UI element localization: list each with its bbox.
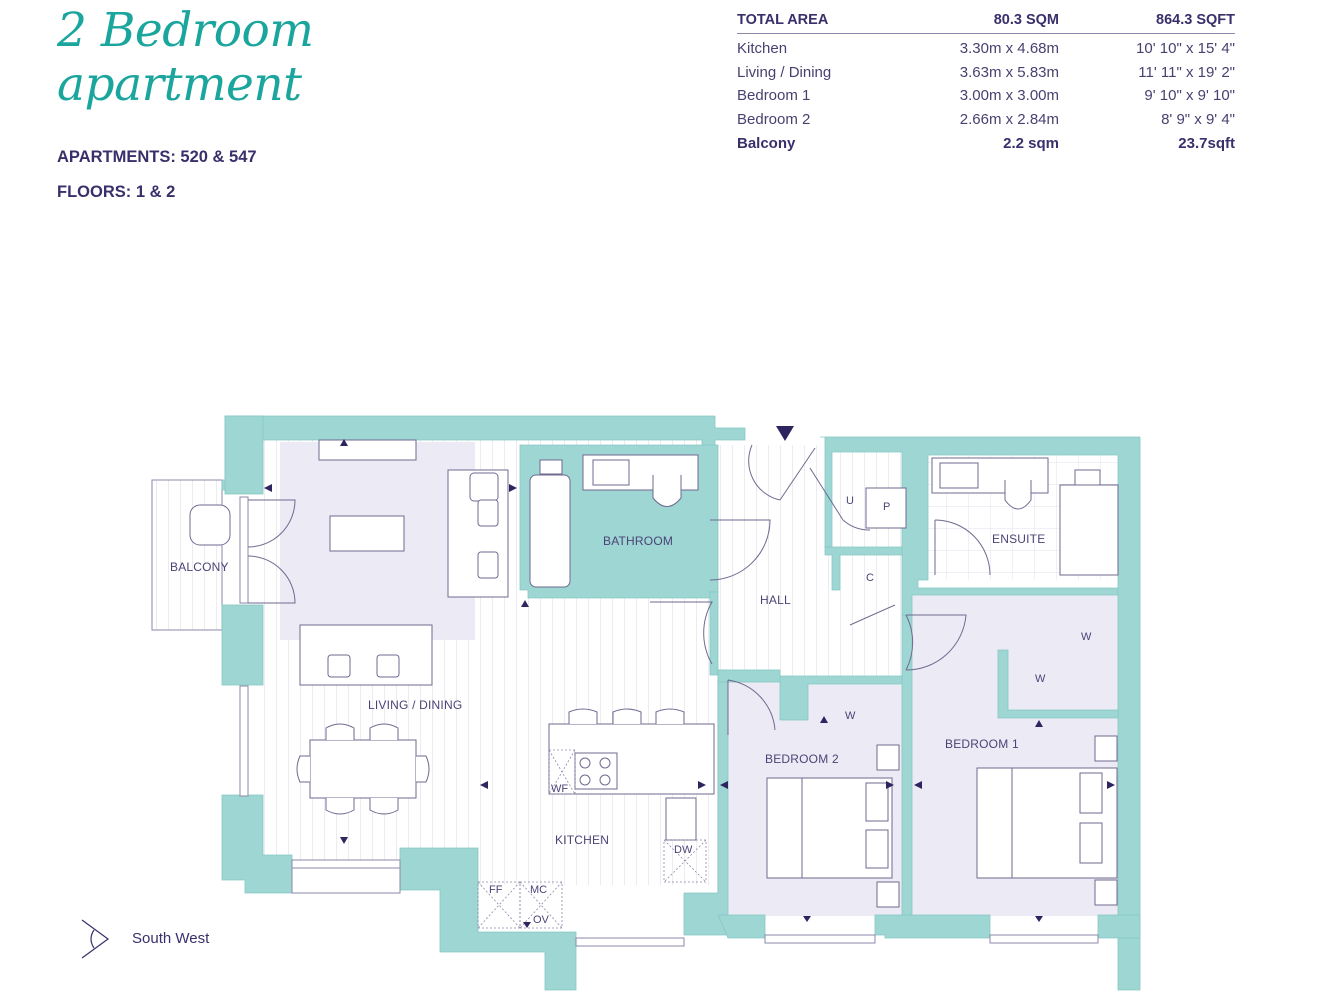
entrance-arrow-icon bbox=[776, 426, 794, 441]
room-name: Bedroom 1 bbox=[737, 87, 811, 105]
page-title: 2 Bedroom apartment bbox=[57, 3, 314, 112]
windows bbox=[239, 496, 1099, 947]
doors bbox=[247, 444, 991, 735]
view-direction-icon bbox=[81, 919, 110, 959]
room-metric: 3.30m x 4.68m bbox=[959, 40, 1059, 58]
room-labels: BALCONY LIVING / DINING BATHROOM HALL KI… bbox=[170, 495, 1092, 926]
label-wardrobe-2: W bbox=[845, 710, 856, 722]
furniture bbox=[189, 439, 1119, 908]
label-plant: P bbox=[883, 501, 890, 513]
title-line-2: apartment bbox=[57, 57, 302, 112]
area-table: TOTAL AREA 80.3 SQM 864.3 SQFT Kitchen 3… bbox=[737, 10, 1235, 155]
table-row: Kitchen 3.30m x 4.68m 10' 10" x 15' 4" bbox=[737, 37, 1235, 61]
label-dishwasher: DW bbox=[674, 844, 693, 856]
room-metric: 3.00m x 3.00m bbox=[959, 87, 1059, 105]
label-ensuite: ENSUITE bbox=[992, 532, 1045, 546]
markers bbox=[264, 426, 1115, 928]
apartments-info: APARTMENTS: 520 & 547 bbox=[57, 148, 257, 166]
label-bedroom-2: BEDROOM 2 bbox=[765, 752, 839, 766]
table-row: Bedroom 1 3.00m x 3.00m 9' 10" x 9' 10" bbox=[737, 84, 1235, 108]
room-name: Kitchen bbox=[737, 40, 788, 58]
room-name: Bedroom 2 bbox=[737, 111, 811, 129]
label-kitchen: KITCHEN bbox=[555, 833, 609, 847]
room-imperial: 10' 10" x 15' 4" bbox=[1136, 40, 1235, 58]
label-microwave: MC bbox=[530, 884, 547, 896]
total-area-sqft: 864.3 SQFT bbox=[1156, 12, 1235, 29]
orientation-label: South West bbox=[132, 930, 210, 947]
room-imperial: 9' 10" x 9' 10" bbox=[1144, 87, 1235, 105]
label-washer: WF bbox=[551, 783, 568, 795]
label-cupboard: C bbox=[866, 572, 874, 584]
room-metric: 2.2 sqm bbox=[1003, 134, 1059, 152]
room-metric: 2.66m x 2.84m bbox=[959, 111, 1059, 129]
title-line-1: 2 Bedroom bbox=[57, 3, 314, 58]
room-name: Balcony bbox=[737, 134, 796, 152]
label-wardrobe-1b: W bbox=[1035, 673, 1046, 685]
label-living-dining: LIVING / DINING bbox=[368, 698, 462, 712]
label-hall: HALL bbox=[760, 593, 791, 607]
total-area-label: TOTAL AREA bbox=[737, 12, 829, 29]
room-imperial: 11' 11" x 19' 2" bbox=[1138, 63, 1235, 81]
label-fridge-freezer: FF bbox=[489, 884, 503, 896]
label-bathroom: BATHROOM bbox=[603, 534, 673, 548]
table-row: Bedroom 2 2.66m x 2.84m 8' 9" x 9' 4" bbox=[737, 108, 1235, 132]
room-imperial: 23.7sqft bbox=[1178, 134, 1235, 152]
area-table-header: TOTAL AREA 80.3 SQM 864.3 SQFT bbox=[737, 10, 1235, 34]
room-name: Living / Dining bbox=[737, 63, 832, 81]
room-imperial: 8' 9" x 9' 4" bbox=[1161, 111, 1235, 129]
table-row-balcony: Balcony 2.2 sqm 23.7sqft bbox=[737, 131, 1235, 155]
label-wardrobe-1a: W bbox=[1081, 631, 1092, 643]
label-utility: U bbox=[846, 495, 854, 507]
floors-info: FLOORS: 1 & 2 bbox=[57, 183, 176, 201]
label-oven: OV bbox=[533, 914, 550, 926]
label-bedroom-1: BEDROOM 1 bbox=[945, 737, 1019, 751]
appliance-outlines bbox=[477, 749, 707, 929]
total-area-sqm: 80.3 SQM bbox=[993, 12, 1059, 29]
label-balcony: BALCONY bbox=[170, 560, 229, 574]
table-row: Living / Dining 3.63m x 5.83m 11' 11" x … bbox=[737, 60, 1235, 84]
room-metric: 3.63m x 5.83m bbox=[959, 63, 1059, 81]
